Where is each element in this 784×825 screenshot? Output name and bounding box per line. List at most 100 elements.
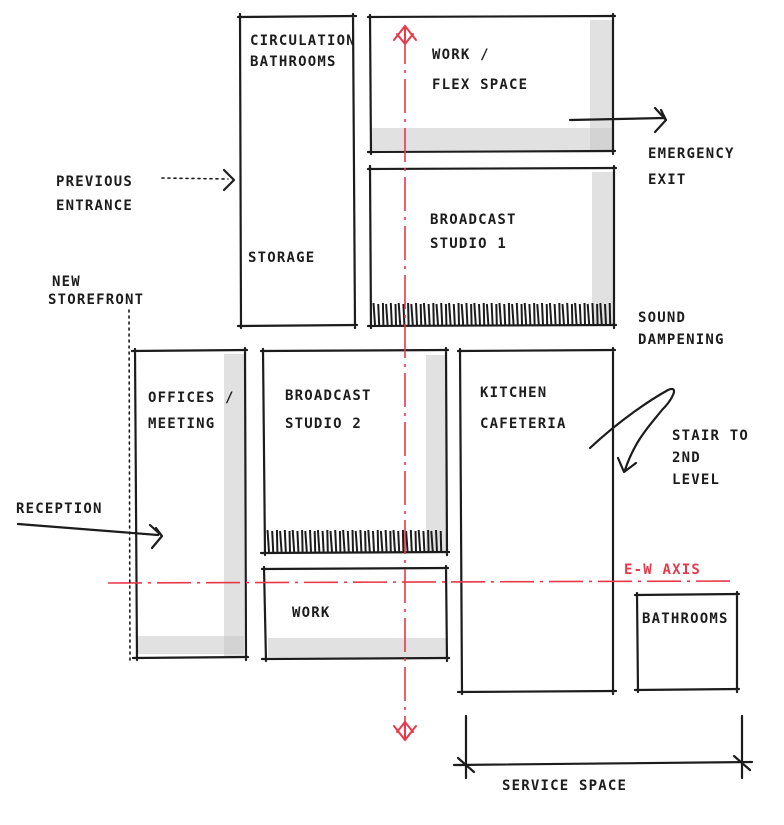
hatch-mark [511,303,515,326]
hatch-mark [541,302,544,326]
hatch-mark [599,302,603,326]
hatch-mark [397,530,401,553]
hatch-mark [596,303,599,326]
label-bathrooms-upper: BATHROOMS [250,54,337,70]
hatch-mark [440,302,444,326]
hatch-mark [266,529,270,553]
hatch-mark [507,302,511,326]
label-broadcast-1-a: BROADCAST [430,212,517,228]
label-broadcast-2-a: BROADCAST [285,388,372,404]
hatch-mark [288,530,291,553]
previous-entrance-arrowhead [222,168,236,192]
hatch-mark [338,530,342,553]
emergency-exit-arrow [568,106,668,134]
label-exit: EXIT [648,172,687,188]
hatch-mark [523,302,528,326]
label-kitchen: KITCHEN [480,385,547,401]
hatch-mark [414,530,417,553]
hatch-mark [457,302,460,326]
hatch-mark [372,530,375,553]
label-storefront: STOREFRONT [48,292,144,308]
hatch-mark [321,530,325,553]
hatch-mark [490,302,494,326]
label-dampening: DAMPENING [638,332,725,348]
room-broadcast-studio-1 [366,164,618,330]
hatch-mark [367,529,371,553]
hatch-mark [405,530,409,553]
hatch-mark [389,530,392,553]
hatch-mark [422,302,427,326]
hatch-mark [351,529,354,553]
storefront-dotted-line [128,309,131,661]
hatch-mark [334,529,338,553]
hatch-mark [376,529,380,553]
label-previous: PREVIOUS [56,174,133,190]
previous-entrance-dotted-line [161,177,229,180]
hatch-mark [275,529,279,553]
hatch-mark [313,530,317,553]
sound-hatch-2 [266,529,443,553]
room-circulation [236,12,359,330]
label-level: LEVEL [672,472,720,488]
hatch-mark [470,303,473,326]
hatch-mark [379,530,384,553]
hatch-mark [279,530,283,553]
north-south-axis [393,24,417,742]
hatch-mark [561,303,565,326]
hatch-mark [419,303,423,326]
hatch-mark [548,302,553,326]
label-work-flex-2: FLEX SPACE [432,77,528,93]
hatch-mark [586,303,591,326]
hatch-mark [385,303,389,326]
hatch-mark [498,302,502,326]
hatch-mark [415,302,418,326]
hatch-mark [444,303,448,326]
label-entrance: ENTRANCE [56,198,133,214]
room-bathrooms [633,590,741,694]
hatch-mark [342,529,346,553]
hatch-mark [410,303,414,326]
hatch-mark [520,303,523,326]
label-bathrooms: BATHROOMS [642,611,729,627]
hatch-mark [271,530,275,553]
label-ew-axis: E-W AXIS [624,562,701,578]
reception-arrow [16,522,164,550]
hatch-mark [604,303,607,326]
label-broadcast-2-b: STUDIO 2 [285,416,362,432]
hatch-mark [503,303,507,326]
hatch-mark [545,303,549,326]
hatch-mark [435,529,438,553]
room-broadcast-studio-2 [259,346,451,557]
hatch-mark [574,302,578,326]
hatch-mark [478,303,481,326]
east-west-axis [107,580,736,584]
hatch-mark [558,302,561,326]
hatch-mark [384,529,388,553]
label-stair-to: STAIR TO [672,428,749,444]
hatch-mark [482,302,486,326]
hatch-mark [427,303,431,326]
hatch-mark [536,303,540,326]
hatch-mark [515,302,519,326]
label-cafeteria: CAFETERIA [480,416,567,432]
label-storage: STORAGE [248,250,315,266]
hatch-mark [583,302,586,326]
hatch-mark [432,302,435,326]
room-work-flex [366,12,617,156]
label-broadcast-1-b: STUDIO 1 [430,236,507,252]
hatch-mark [394,303,397,326]
label-meeting: MEETING [148,416,215,432]
hatch-mark [570,303,574,326]
hatch-mark [401,529,405,553]
hatch-mark [430,530,434,553]
hatch-mark [392,529,396,553]
hatch-mark [377,303,381,326]
hatch-mark [407,302,410,326]
label-circulation: CIRCULATION [250,33,356,49]
hatch-mark [409,529,413,553]
hatch-mark [402,303,406,326]
label-2nd: 2ND [672,450,701,466]
hatch-mark [566,302,570,326]
hatch-mark [608,302,612,326]
